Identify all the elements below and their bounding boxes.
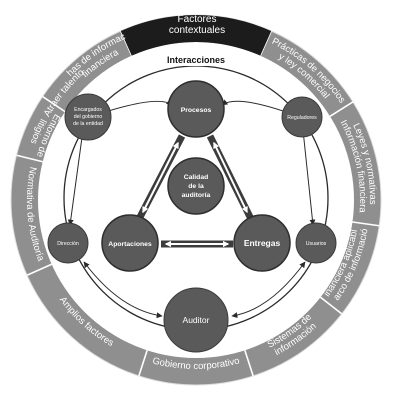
- svg-text:Aportaciones: Aportaciones: [108, 241, 152, 248]
- ring-label-gobierno-0: Gobierno corporativo: [151, 355, 240, 372]
- node-usuarios: Usuarios: [295, 222, 337, 264]
- svg-text:de la: de la: [188, 183, 204, 190]
- svg-text:Encargados: Encargados: [74, 107, 102, 113]
- svg-text:de la entidad: de la entidad: [73, 121, 103, 127]
- node-direccion: Dirección: [47, 222, 89, 264]
- triangle-arrow-right: [213, 141, 248, 214]
- arrow-usuarios-reguladores: [300, 129, 316, 226]
- node-auditor: Auditor: [163, 287, 229, 353]
- svg-text:del gobierno: del gobierno: [74, 114, 103, 120]
- header-line-2: contextuales: [169, 25, 225, 36]
- arrow-direccion-encargados: [67, 129, 86, 226]
- node-entregas: Entregas: [233, 214, 291, 272]
- svg-text:Usuarios: Usuarios: [306, 241, 327, 247]
- node-calidad: Calidad de la auditoría: [167, 157, 225, 215]
- svg-text:Reguladores: Reguladores: [287, 115, 317, 121]
- node-aportaciones: Aportaciones: [101, 214, 159, 272]
- triangle-arrow-left: [142, 141, 179, 214]
- header-segment: [120, 14, 272, 56]
- interactions-label: Interacciones: [167, 55, 225, 65]
- header-line-1: Factores: [178, 14, 217, 25]
- node-encargados: Encargados del gobierno de la entidad: [64, 93, 112, 141]
- svg-text:Procesos: Procesos: [181, 107, 212, 114]
- arrow-direccion-auditor: [83, 261, 163, 319]
- svg-text:Entregas: Entregas: [244, 238, 281, 248]
- node-reguladores: Reguladores: [281, 96, 323, 138]
- svg-text:auditoría: auditoría: [182, 192, 211, 199]
- arrow-reguladores-procesos: [221, 99, 287, 113]
- svg-text:Dirección: Dirección: [57, 241, 79, 247]
- node-procesos: Procesos: [167, 80, 225, 138]
- svg-text:Auditor: Auditor: [183, 315, 210, 325]
- svg-text:Calidad: Calidad: [184, 174, 209, 181]
- arrow-usuarios-auditor: [231, 261, 306, 319]
